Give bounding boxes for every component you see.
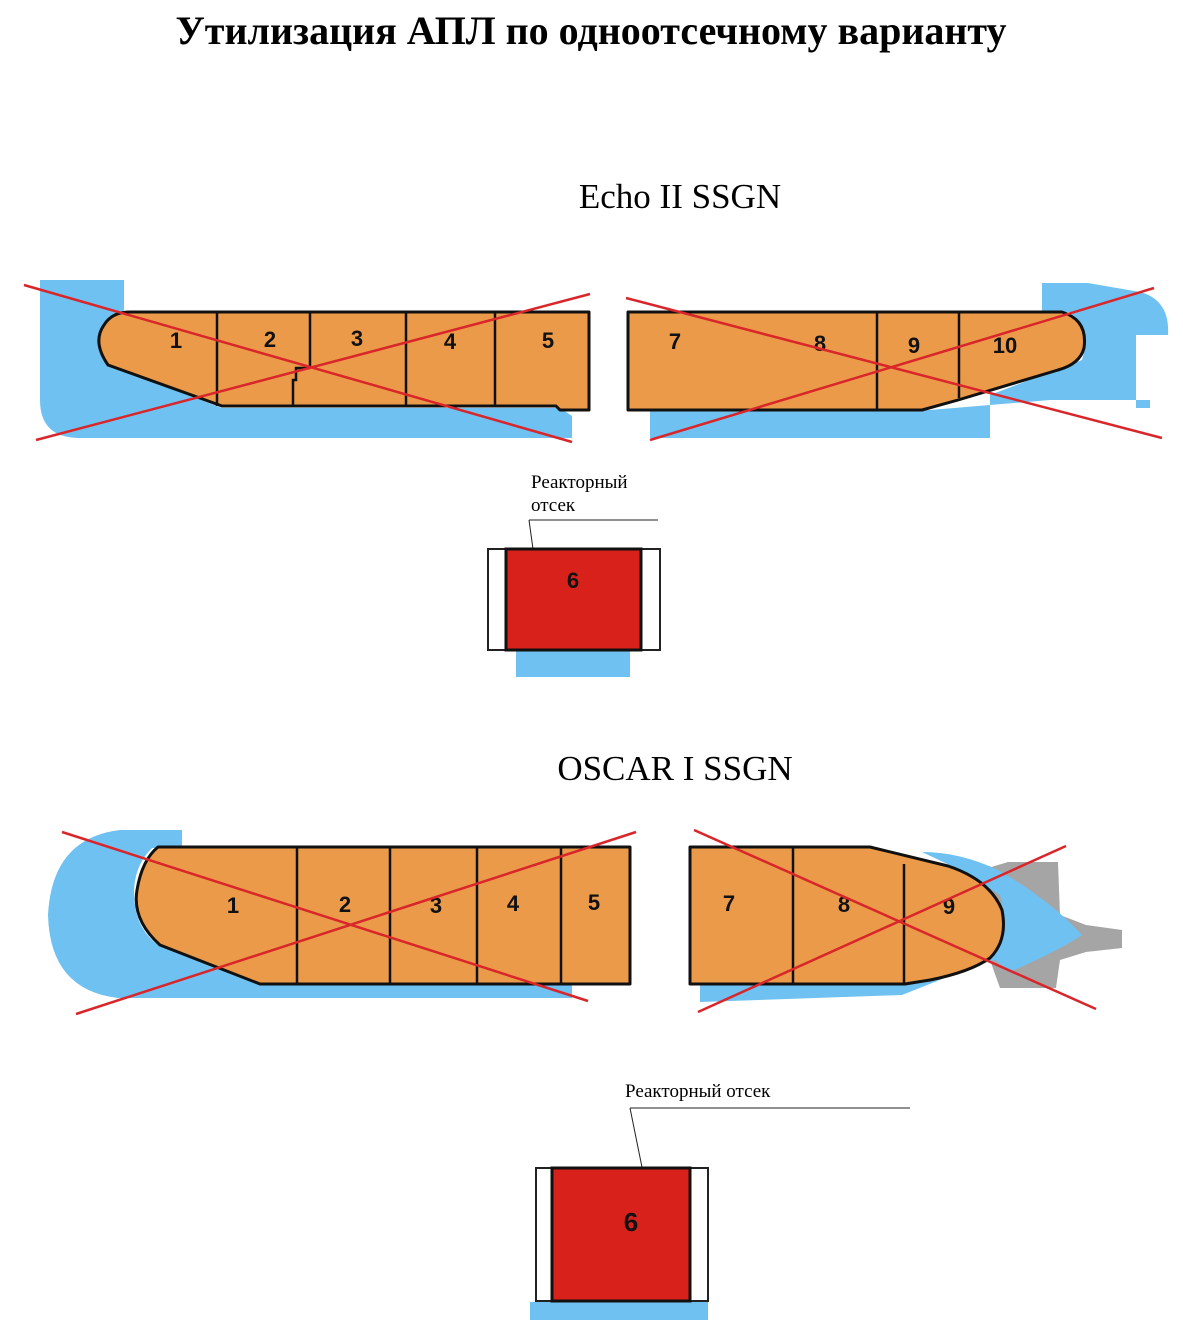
echo-ii-bow-part: 1 2 3 4 5 — [23, 280, 591, 444]
echo-ii-title: Echo II SSGN — [579, 177, 781, 216]
echo-ii-bow-cross-b — [35, 292, 591, 442]
oscar-i-section: OSCAR I SSGN 1 2 3 4 5 7 8 9 — [48, 749, 1122, 1320]
oscar-i-compartment-7: 7 — [723, 891, 735, 916]
oscar-i-stern-cross-a — [693, 828, 1097, 1011]
echo-ii-stern-part: 7 8 9 10 — [625, 283, 1169, 442]
oscar-i-reactor-compartment — [550, 1166, 692, 1303]
oscar-i-bow-cross-a — [61, 830, 589, 1003]
echo-ii-compartment-6: 6 — [567, 568, 579, 593]
echo-ii-reactor-label-line1: Реакторный — [531, 472, 628, 493]
echo-ii-reactor-section: Реакторный отсек 6 — [487, 472, 661, 677]
echo-ii-section: Echo II SSGN 1 2 3 4 5 7 8 9 — [23, 177, 1169, 677]
echo-ii-compartment-1: 1 — [170, 328, 182, 353]
echo-ii-bulkhead-step — [291, 366, 310, 406]
oscar-i-reactor-hull — [530, 1302, 708, 1320]
echo-ii-stern-cross-b — [649, 286, 1155, 442]
oscar-i-compartment-1: 1 — [227, 893, 239, 918]
oscar-i-reactor-section: Реакторный отсек 6 — [530, 1081, 910, 1320]
echo-ii-reactor-hull — [516, 650, 630, 677]
oscar-i-bow-compartments — [134, 845, 632, 986]
echo-ii-reactor-label-line2: отсек — [531, 495, 576, 516]
oscar-i-bow-hull — [48, 830, 572, 998]
echo-ii-compartment-9: 9 — [908, 333, 920, 358]
echo-ii-stern-hull — [650, 283, 1169, 438]
echo-ii-stern-cross-a — [625, 296, 1163, 440]
oscar-i-bow-part: 1 2 3 4 5 — [48, 830, 637, 1016]
echo-ii-compartment-5: 5 — [542, 328, 554, 353]
oscar-i-title: OSCAR I SSGN — [557, 749, 792, 788]
echo-ii-bow-cross-a — [23, 283, 573, 444]
echo-ii-bow-hull — [40, 280, 572, 438]
oscar-i-stern-cross-b — [697, 844, 1067, 1014]
echo-ii-stern-compartments — [626, 310, 1087, 412]
echo-ii-compartment-4: 4 — [444, 329, 457, 354]
echo-ii-reactor-compartment — [504, 547, 643, 652]
echo-ii-compartment-7: 7 — [669, 329, 681, 354]
oscar-i-compartment-6: 6 — [624, 1207, 638, 1237]
page-title: Утилизация АПЛ по одноотсечному варианту — [175, 8, 1006, 53]
echo-ii-compartment-8: 8 — [814, 331, 826, 356]
oscar-i-stern-compartments — [688, 845, 1005, 986]
oscar-i-reactor-label: Реакторный отсек — [625, 1081, 771, 1102]
oscar-i-stern-part: 7 8 9 — [688, 828, 1122, 1014]
echo-ii-compartment-10: 10 — [993, 333, 1017, 358]
oscar-i-stern-hull — [700, 852, 1082, 1002]
oscar-i-compartment-2: 2 — [339, 892, 351, 917]
oscar-i-bow-cross-b — [75, 830, 637, 1016]
echo-ii-compartment-2: 2 — [264, 327, 276, 352]
echo-ii-compartment-3: 3 — [351, 326, 363, 351]
oscar-i-compartment-5: 5 — [588, 890, 600, 915]
oscar-i-compartment-4: 4 — [507, 891, 520, 916]
